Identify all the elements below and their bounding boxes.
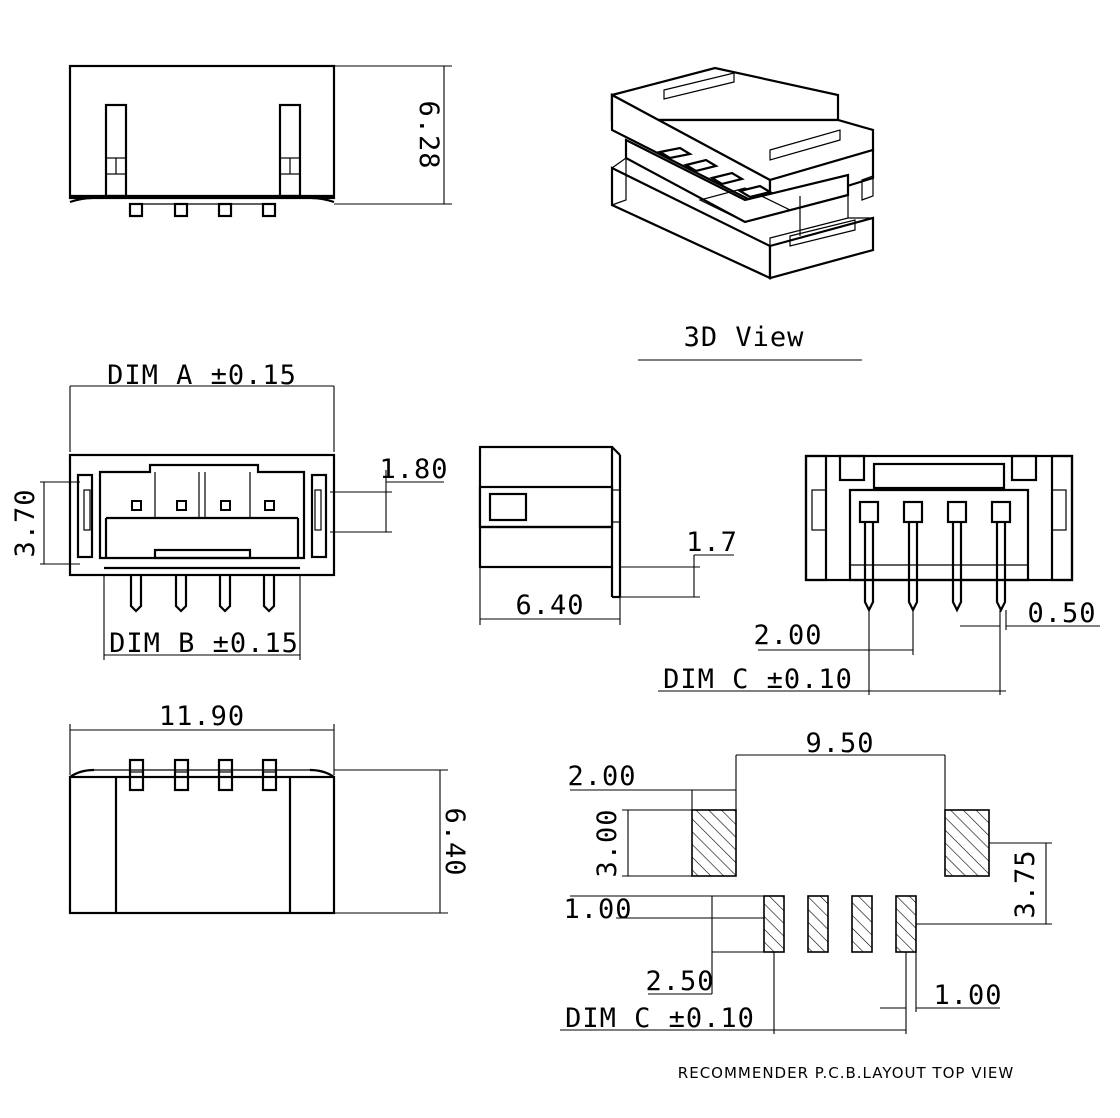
dim-370-label: 3.70 (10, 488, 41, 557)
bottom-view: 11.90 6.40 (68, 701, 470, 915)
rear-view: 0.50 2.00 DIM C ±0.10 (658, 454, 1100, 695)
side-view: 1.7 6.40 (478, 445, 738, 625)
dim-180-label: 1.80 (379, 454, 448, 485)
dim-640-vertical-label: 6.40 (439, 807, 470, 876)
pcb-pad-left (691, 809, 737, 877)
isometric-3d-view: 3D View (610, 66, 875, 361)
pcb-100b-label: 1.00 (933, 980, 1002, 1011)
view-3d-label: 3D View (684, 322, 805, 353)
pcb-250-label: 2.50 (645, 966, 714, 997)
dim-050-label: 0.50 (1027, 598, 1096, 629)
pcb-200-label: 2.00 (567, 761, 636, 792)
pcb-950-label: 9.50 (805, 728, 874, 759)
pcb-caption: RECOMMENDER P.C.B.LAYOUT TOP VIEW (678, 1064, 1014, 1082)
dim-c-pcb-label: DIM C ±0.10 (565, 1003, 755, 1034)
pcb-100a-label: 1.00 (563, 894, 632, 925)
pcb-layout: 9.50 2.00 3.00 3.75 1.00 2.50 1.00 DIM C… (560, 728, 1052, 1082)
dim-200-pitch-label: 2.00 (753, 620, 822, 651)
front-view: 6.28 (68, 64, 452, 218)
dim-640-label: 6.40 (515, 590, 584, 621)
pcb-375-label: 3.75 (1010, 849, 1041, 918)
dim-a-label: DIM A ±0.15 (107, 360, 297, 391)
dim-17-label: 1.7 (686, 527, 738, 558)
dim-628-label: 6.28 (413, 100, 444, 169)
pcb-pad-right (944, 809, 990, 877)
dim-b-label: DIM B ±0.15 (109, 628, 299, 659)
dim-1190-label: 11.90 (159, 701, 245, 732)
dim-c-side-label: DIM C ±0.10 (663, 664, 853, 695)
top-view: DIM A ±0.15 3.70 (10, 360, 448, 660)
pcb-300-label: 3.00 (592, 808, 623, 877)
